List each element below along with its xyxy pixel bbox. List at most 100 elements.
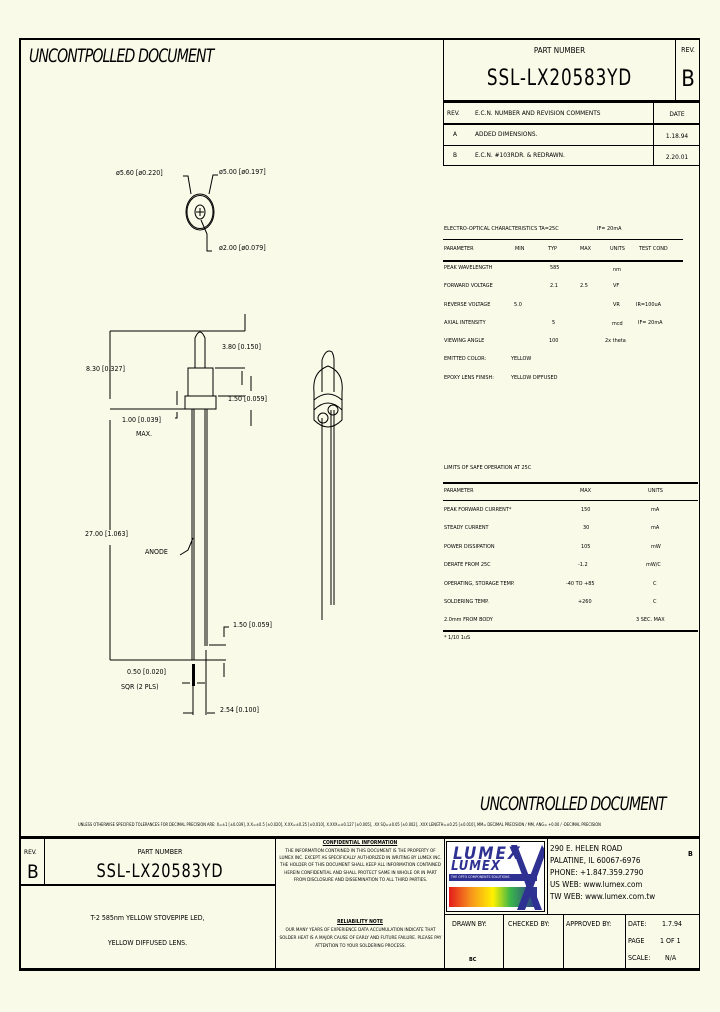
anode-label: ANODE (145, 548, 168, 556)
eo-col-test: TEST COND (639, 246, 668, 252)
phone: PHONE: +1.847.359.2790 (550, 868, 644, 877)
eo-col-min: MIN (515, 246, 525, 252)
checked-by-label: CHECKED BY: (508, 920, 550, 928)
dim-lead-difference: 1.50 [0.059] (233, 621, 272, 629)
divider (19, 968, 700, 971)
approved-by-label: APPROVED BY: (566, 920, 612, 928)
safe-units: 3 SEC. MAX (636, 617, 665, 623)
safe-title: LIMITS OF SAFE OPERATION AT 25C (444, 465, 532, 471)
tolerance-note: UNLESS OTHERWISE SPECIFIED TOLERANCES FO… (78, 822, 601, 827)
scale-label: SCALE: (628, 954, 651, 962)
us-web-link[interactable]: US WEB: www.lumex.com (550, 880, 643, 889)
safe-units: mW (651, 544, 661, 550)
divider (19, 884, 275, 886)
revision-comment: ADDED DIMENSIONS. (475, 130, 538, 138)
dim-total-height: 8.30 [0.327] (86, 365, 125, 373)
reliability-text: OUR MANY YEARS OF EXPERIENCE DATA ACCUMU… (279, 928, 442, 949)
reliability-title: RELIABILITY NOTE (337, 919, 383, 925)
dim-lead-length: 27.00 [1.063] (85, 530, 128, 538)
eo-value: YELLOW DIFFUSED (511, 375, 558, 381)
divider (443, 482, 698, 484)
date-value: 1.7.94 (662, 920, 683, 928)
divider (443, 260, 683, 262)
safe-col-parameter: PARAMETER (444, 488, 474, 494)
address-line-2: PALATINE, IL 60067-6976 (550, 856, 641, 865)
divider (443, 145, 700, 146)
eo-units: mcd (612, 321, 623, 327)
eo-test: IR=100uA (636, 302, 662, 308)
page-label: PAGE (628, 937, 645, 945)
dim-outer-diameter: ø5.60 [ø0.220] (116, 169, 163, 177)
safe-max: 150 (581, 507, 591, 513)
eo-param: PEAK WAVELENGTH (444, 265, 493, 271)
divider (275, 838, 276, 971)
safe-max: 30 (583, 525, 590, 531)
safe-param: SOLDERING TEMP. (444, 599, 489, 605)
tw-web-link[interactable]: TW WEB: www.lumex.com.tw (550, 892, 656, 901)
dim-standoff: 1.00 [0.039] (122, 416, 161, 424)
eo-units: VF (613, 283, 620, 289)
eo-param: VIEWING ANGLE (444, 338, 485, 344)
eo-title: ELECTRO-OPTICAL CHARACTERISTICS TA=25C (444, 226, 559, 232)
footer-part-number-label: PART NUMBER (137, 848, 183, 856)
confidential-title: CONFIDENTIAL INFORMATION (322, 840, 398, 846)
safe-units: mA (651, 507, 660, 513)
divider (19, 836, 700, 839)
safe-param: OPERATING, STORAGE TEMP. (444, 581, 515, 587)
safe-param: DERATE FROM 25C (444, 562, 491, 568)
sheet-size: B (688, 850, 693, 858)
eo-param: EPOXY LENS FINISH: (444, 375, 494, 381)
eo-units: 2x theta (605, 338, 626, 344)
eo-condition: IF= 20mA (597, 226, 622, 232)
divider (444, 838, 445, 971)
divider (444, 914, 700, 915)
divider (443, 500, 698, 501)
uncontrolled-document-bottom: UNCONTROLLED DOCUMENT (480, 793, 667, 815)
revision-table (443, 103, 700, 166)
safe-param: PEAK FORWARD CURRENT* (444, 507, 512, 513)
logo-tagline: THE OPTO COMPONENTS SOLUTIONS (451, 875, 510, 879)
eo-typ: 100 (549, 338, 559, 344)
eo-units: nm (613, 267, 621, 273)
drawn-by-label: DRAWN BY: (452, 920, 487, 928)
part-number: SSL-LX20583YD (486, 65, 633, 91)
page-value: 1 OF 1 (660, 937, 681, 945)
safe-col-units: UNITS (648, 488, 663, 494)
dim-lead-size-note: SQR (2 PLS) (121, 683, 159, 691)
eo-max: 2.5 (580, 283, 588, 289)
eo-param: AXIAL INTENSITY (444, 320, 486, 326)
revision-letter: A (453, 130, 457, 138)
divider (547, 838, 548, 914)
dim-body-diameter: ø5.00 [ø0.197] (219, 168, 266, 176)
eo-test: IF= 20mA (638, 320, 663, 326)
dim-lead-size: 0.50 [0.020] (127, 668, 166, 676)
dim-standoff-max: MAX. (136, 430, 153, 438)
dim-tip-height: 3.80 [0.150] (222, 343, 261, 351)
safe-param: STEADY CURRENT (444, 525, 489, 531)
divider (443, 239, 683, 240)
dim-tip-diameter: ø2.00 [ø0.079] (219, 244, 266, 252)
safe-col-max: MAX (580, 488, 592, 494)
uncontrolled-document-top: UNCONTPOLLED DOCUMENT (29, 45, 214, 67)
part-number-label: PART NUMBER (533, 45, 586, 55)
eo-col-typ: TYP (548, 246, 558, 252)
eo-min: 5.0 (514, 302, 522, 308)
divider (563, 914, 564, 971)
safe-max: -1.2 (578, 562, 588, 568)
rev-label: REV. (681, 46, 695, 54)
eo-typ: 2.1 (550, 283, 558, 289)
divider (443, 630, 698, 632)
safe-units: mA (651, 525, 660, 531)
description-line-2: YELLOW DIFFUSED LENS. (107, 939, 188, 947)
eo-param: EMITTED COLOR: (444, 356, 487, 362)
footer-rev-value: B (27, 861, 39, 883)
logo-wordmark: LUMEX (453, 844, 522, 864)
eo-param: FORWARD VOLTAGE (444, 283, 493, 289)
footer-part-number: SSL-LX20583YD (96, 860, 224, 882)
dim-flange: 1.50 [0.059] (228, 395, 267, 403)
eo-typ: 5 (552, 320, 556, 326)
eo-typ: 585 (550, 265, 560, 271)
drawn-by-value: BC (469, 957, 477, 963)
safe-units: C (653, 581, 657, 587)
